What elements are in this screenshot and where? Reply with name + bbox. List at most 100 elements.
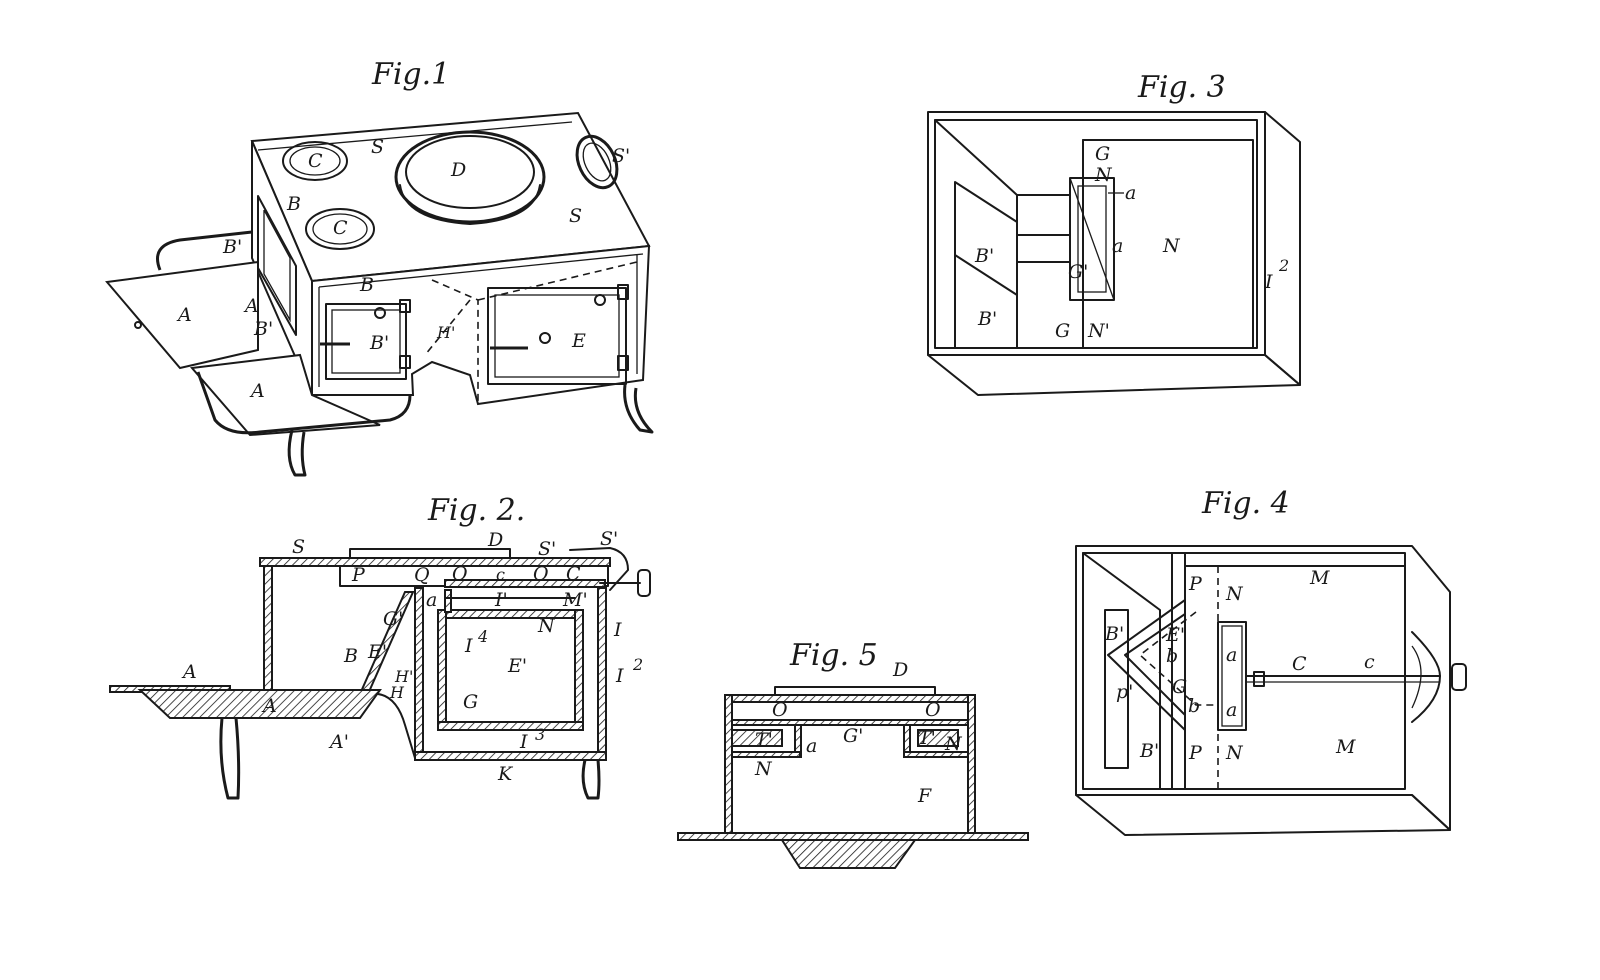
fig3-label-n-mid: N <box>1162 235 1181 257</box>
fig2-label-a-top: A <box>181 661 197 683</box>
fig2-left-wall <box>263 565 273 695</box>
fig2-title: Fig. 2. <box>427 493 525 528</box>
fig5-title: Fig. 5 <box>789 638 878 673</box>
fig5-label-t-prime-left: T' <box>755 729 773 751</box>
fig1-label-b-prime-front: B' <box>369 332 389 354</box>
fig1-label-s: S <box>371 136 384 158</box>
fig2-label-a-prime: A' <box>328 731 349 753</box>
fig1-label-a-shelf: A <box>176 304 192 326</box>
fig2-label-c-small: c <box>496 565 505 584</box>
stove-front-face <box>311 244 651 406</box>
fig5-label-n-left: N <box>754 758 773 780</box>
fig3-label-g-prime: G' <box>1068 261 1088 283</box>
fig2-label-k: K <box>497 763 514 785</box>
fig2-leg-left <box>219 717 241 800</box>
fig2-label-i3-sup: 3 <box>535 725 545 744</box>
fig4-label-m-top: M <box>1309 567 1330 589</box>
fig3-channel-g-prime <box>1069 177 1115 301</box>
fig3-label-i2: I <box>1264 271 1273 293</box>
fig3-label-n-prime: N' <box>1087 320 1110 342</box>
fig1-label-c-top: C <box>308 150 323 172</box>
lid-c-bottom <box>305 208 375 250</box>
fig5-section-view: Fig. 5 D O O T' a G' T' N N F <box>677 638 1029 869</box>
fig2-label-i4: I <box>464 635 473 657</box>
fig2-label-i: I <box>613 619 622 641</box>
large-opening-d <box>394 130 546 224</box>
fig3-label-a1: a <box>1125 182 1136 204</box>
fig1-label-b-front: B <box>359 274 374 296</box>
oven-door-e <box>487 287 627 385</box>
fig5-label-a: a <box>806 735 817 757</box>
fig3-label-a2: a <box>1112 235 1123 257</box>
fig5-label-o1: O <box>772 699 788 721</box>
fig2-label-s: S <box>292 536 305 558</box>
fig2-label-h: H <box>389 683 405 702</box>
fig5-base-plate <box>677 832 1029 841</box>
fig1-title: Fig.1 <box>371 57 450 92</box>
fig2-label-a: a <box>426 589 437 611</box>
fig2-label-i2-sup: 2 <box>632 655 643 674</box>
fig4-label-p-bottom: P <box>1188 742 1203 764</box>
fig3-label-n-top: N <box>1094 164 1113 186</box>
fig2-leg-right <box>581 759 601 800</box>
fig3-plan-view: Fig. 3 G N a a N B' G' I 2 B' G N' <box>927 70 1301 396</box>
fig3-label-g-bottom: G <box>1055 320 1070 342</box>
fig2-label-g: G <box>463 691 478 713</box>
fig4-label-b-prime-top: B' <box>1104 623 1124 645</box>
fig3-label-b-prime2: B' <box>977 308 997 330</box>
fig3-panel-b-prime <box>954 181 1018 349</box>
fig2-label-h-prime: H' <box>394 667 413 686</box>
fig4-label-b-prime-bottom: B' <box>1139 740 1159 762</box>
fig4-side-panel <box>1104 609 1129 769</box>
fig1-label-b-side: B <box>286 193 301 215</box>
fig2-label-a-shelf: A <box>261 695 277 717</box>
fig4-label-b1: b <box>1166 645 1178 667</box>
fig1-label-s-prime: S' <box>612 145 630 167</box>
fig1-label-a-inner: A <box>243 295 259 317</box>
fig2-top-plate-s <box>259 557 611 567</box>
shelf-rail <box>156 230 253 271</box>
fig2-label-g-prime: G' <box>383 608 403 630</box>
fig4-key <box>1451 663 1467 691</box>
fig2-key <box>637 569 651 597</box>
fig2-label-i3: I <box>519 731 528 753</box>
fig2-label-i4-sup: 4 <box>477 627 488 646</box>
fig4-label-a1: a <box>1226 644 1237 666</box>
fig2-bottom-k <box>414 751 607 761</box>
front-leg-right <box>623 384 654 434</box>
fig3-title: Fig. 3 <box>1137 70 1226 105</box>
fig1-label-s-right: S <box>569 205 582 227</box>
lower-plate-a <box>190 353 381 437</box>
fig3-label-i2-sup: 2 <box>1278 256 1289 275</box>
fig2-label-m-prime: M' <box>562 589 588 611</box>
fig1-label-e: E <box>571 330 586 352</box>
fig2-label-s-prime1: S' <box>538 538 556 560</box>
fig1-label-d: D <box>450 159 466 181</box>
fig4-plan-view: Fig. 4 P N M B' E' b a C c p' <box>1075 486 1467 836</box>
fig2-lid-d <box>349 548 511 559</box>
fig5-label-d: D <box>892 659 908 681</box>
front-leg-left <box>287 429 307 477</box>
fig5-label-t-prime-right: T' <box>918 727 936 749</box>
fig2-label-s-prime2: S' <box>600 528 618 550</box>
fig5-label-f: F <box>917 785 932 807</box>
fig4-label-g: G <box>1172 676 1187 698</box>
fig2-label-b: B <box>343 645 358 667</box>
fig5-lid-d <box>774 686 936 696</box>
fig4-label-c: C <box>1292 653 1307 675</box>
fig4-label-a2: a <box>1226 699 1237 721</box>
warming-shelf-a <box>105 260 259 370</box>
fig3-label-b-prime1: B' <box>974 245 994 267</box>
fig1-stove-perspective: Fig.1 <box>105 57 654 477</box>
fig2-label-i2: I <box>615 665 624 687</box>
lid-c-top <box>282 141 348 181</box>
fig2-label-q: Q <box>414 564 430 586</box>
fig2-label-e: E' <box>507 655 527 677</box>
fig4-inner-wall <box>1082 552 1406 790</box>
fig1-label-b-prime-low: B' <box>253 318 273 340</box>
fig5-label-g-prime: G' <box>843 725 863 747</box>
fig2-shelf-a <box>137 689 382 719</box>
fig4-label-n-top: N <box>1225 583 1244 605</box>
side-door <box>257 195 297 336</box>
